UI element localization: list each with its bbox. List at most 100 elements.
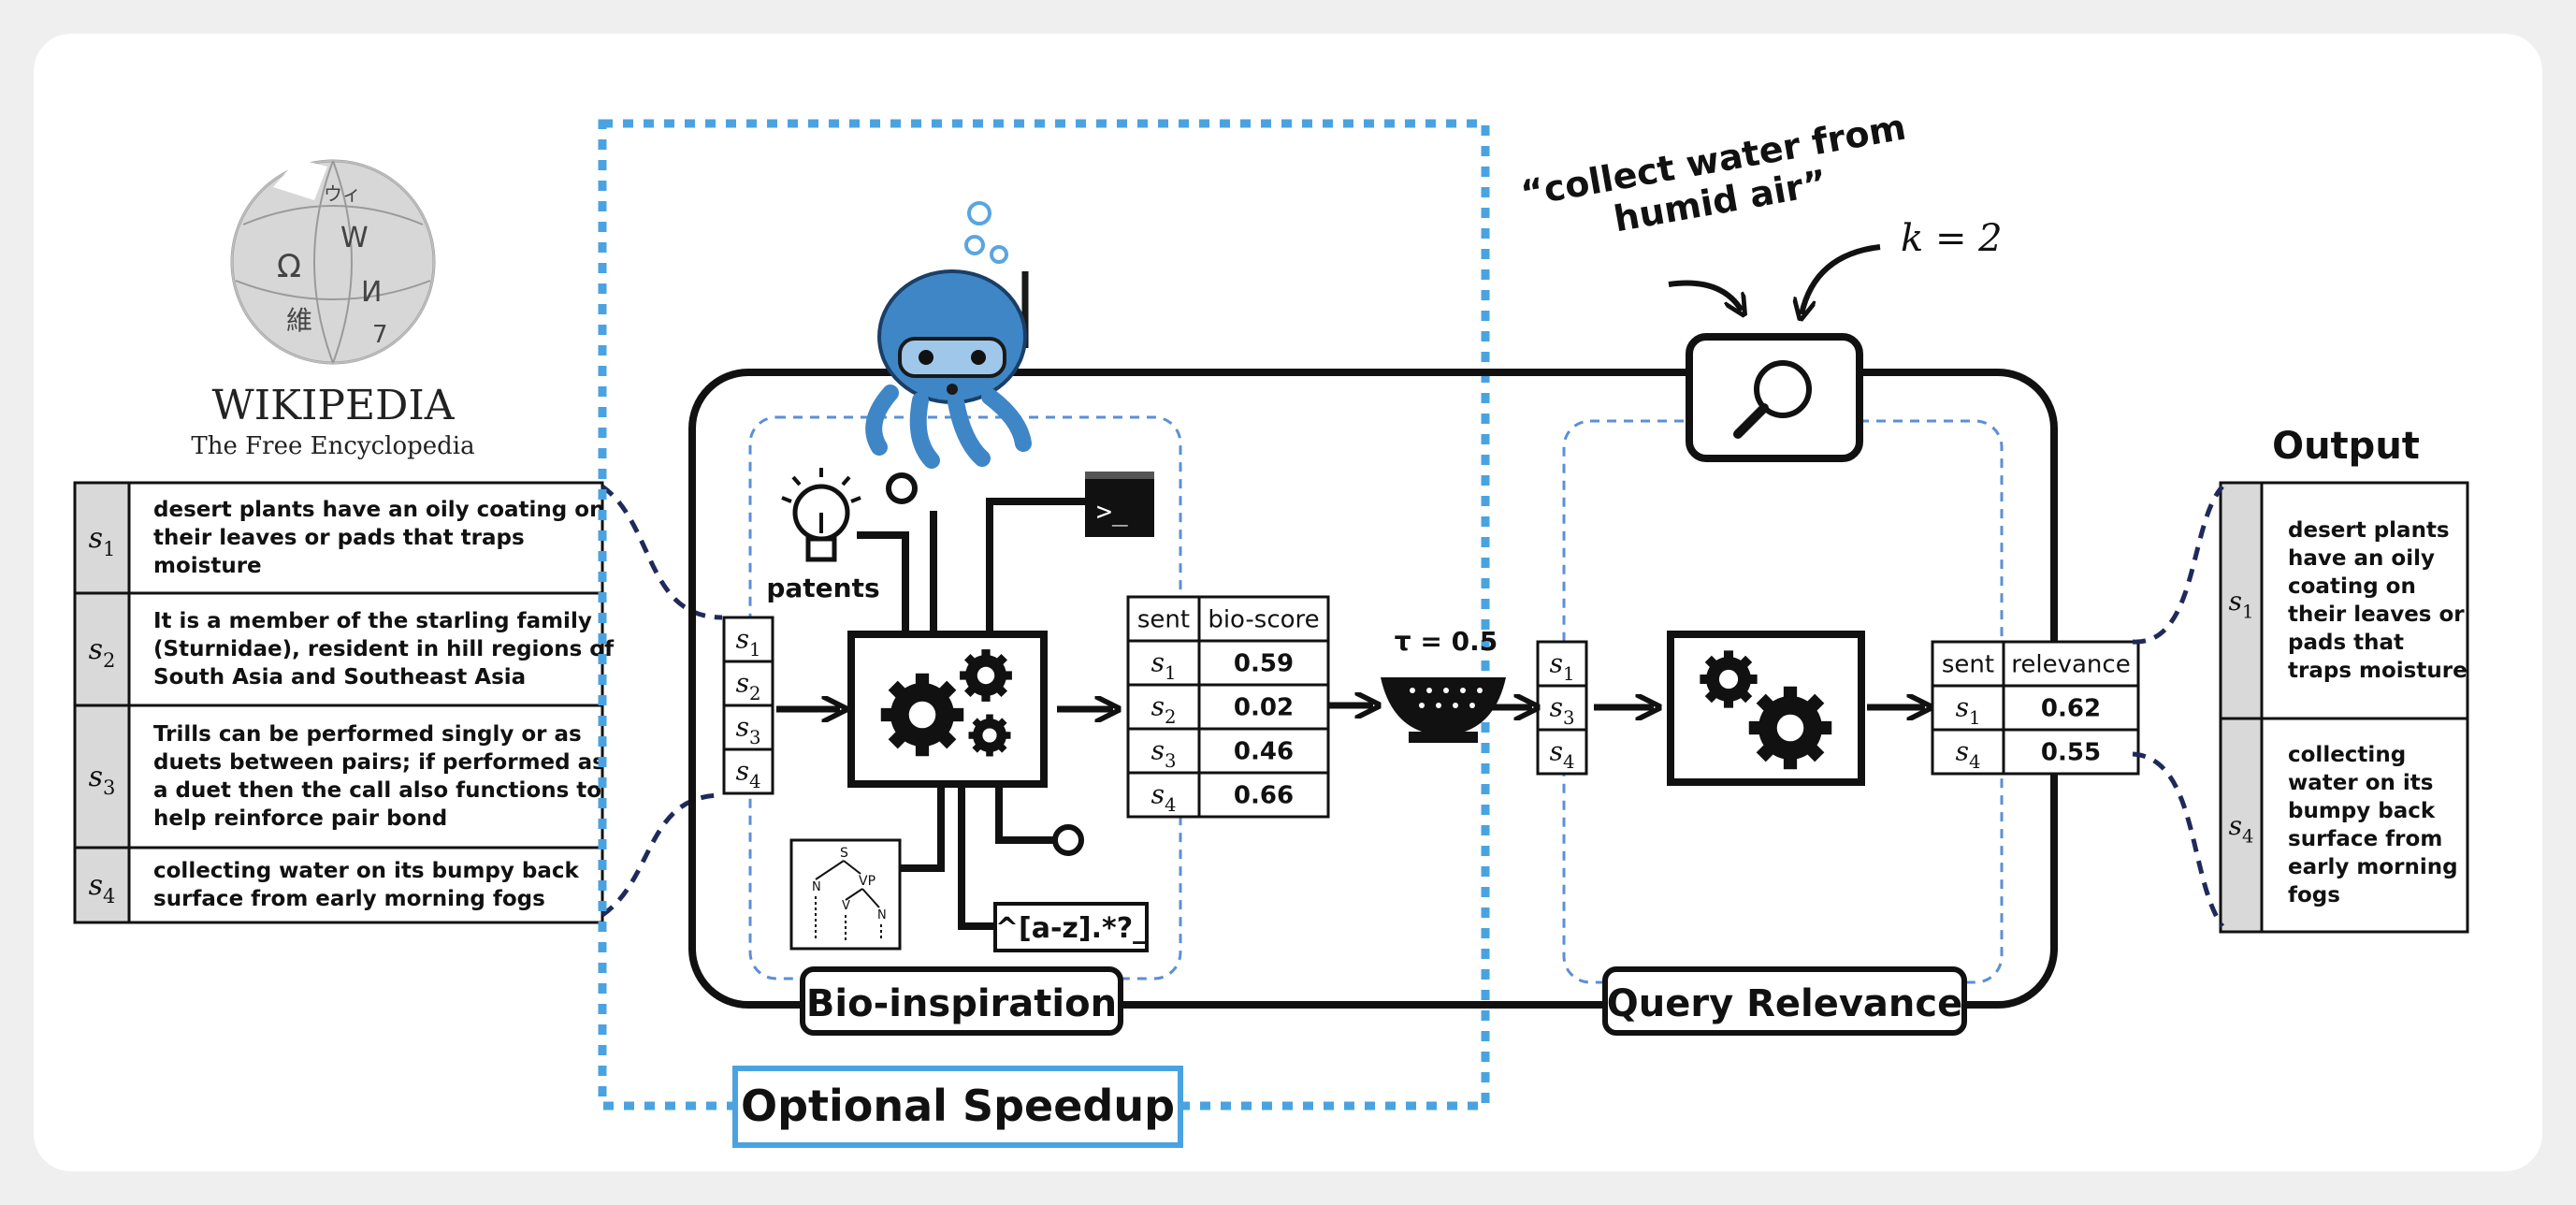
input-sentence-text: surface from early morning fogs (153, 887, 545, 911)
threshold-label: τ = 0.5 (1395, 626, 1498, 657)
input-sentence-text: Trills can be performed singly or as (153, 722, 582, 747)
svg-text:>_: >_ (1096, 496, 1128, 528)
colander-icon (1381, 677, 1506, 743)
stack-cell: s2 (722, 660, 774, 707)
table-row: s4 0.55 (1931, 728, 2140, 776)
sentence-id-label: s1 (2229, 586, 2254, 622)
octopus-icon (865, 201, 1032, 469)
output-sentence-text: surface from (2288, 827, 2442, 851)
flow-arrows (776, 705, 1925, 709)
sentence-id-label: s3 (1550, 692, 1575, 729)
output-sentence-text: pads that (2288, 631, 2404, 655)
output-sentence-text: coating on (2288, 574, 2416, 599)
stack-cell: s4 (722, 748, 774, 795)
input-sentence-text: moisture (153, 554, 262, 578)
lightbulb-icon (781, 468, 861, 562)
output-sentence-text: traps moisture (2288, 659, 2467, 683)
input-connectors (601, 484, 723, 918)
search-box (1686, 333, 1863, 462)
output-sentence-text: collecting (2288, 743, 2406, 767)
sentence-id-label: s3 (1151, 735, 1177, 772)
sentence-id-label: s4 (2229, 810, 2254, 847)
output-row: s4 collecting water on its bumpy back surfac… (2219, 717, 2469, 934)
connector-node (886, 472, 918, 504)
sentence-id-label: s1 (89, 522, 116, 560)
query-relevance-tab: Query Relevance (1602, 966, 1967, 1036)
table-value-cell: 0.62 (2041, 695, 2101, 723)
bio-inspiration-label: Bio-inspiration (806, 982, 1117, 1025)
output-connectors (2132, 485, 2225, 928)
input-sentence-text: help reinforce pair bond (153, 806, 447, 831)
output-sentence-text: fogs (2288, 883, 2340, 907)
stack-cell: s4 (1536, 728, 1588, 776)
gears-icon (1700, 650, 1832, 770)
k-label: k = 2 (1901, 217, 2003, 260)
table-value-cell: 0.46 (1234, 738, 1294, 766)
svg-text:V: V (842, 899, 850, 913)
magnifier-icon (1733, 360, 1812, 439)
svg-text:N: N (877, 908, 887, 922)
svg-text:N: N (812, 880, 821, 894)
input-sentence-row: s3 Trills can be performed singly or as du… (73, 704, 605, 849)
sentence-id-label: s3 (89, 761, 116, 799)
svg-text:VP: VP (859, 874, 876, 889)
query-arrow (1668, 280, 1742, 311)
globe-glyph: 維 (286, 305, 312, 336)
connector-node (1052, 824, 1084, 856)
wikipedia-logo: Ω W 維 И 7 ウィ WIKIPEDIA The Free Encyclop… (191, 159, 475, 460)
sentence-id-label: s4 (736, 756, 761, 792)
svg-text:S: S (840, 846, 848, 861)
globe-icon: Ω W 維 И 7 ウィ (230, 159, 436, 365)
input-sentence-text: South Asia and Southeast Asia (153, 665, 526, 690)
table-value-cell: 0.55 (2041, 739, 2101, 767)
input-sentence-text: It is a member of the starling family (153, 609, 592, 633)
regex-label: ^[a-z].*?_ (995, 912, 1147, 945)
terminal-icon: >_ (1085, 472, 1154, 537)
sentence-id-label: s1 (1956, 692, 1981, 729)
sentence-id-label: s4 (1956, 736, 1981, 773)
syntax-tree-icon: S VP N V N (789, 838, 902, 951)
optional-speedup-label-box (732, 1066, 1183, 1148)
wikipedia-subtitle: The Free Encyclopedia (191, 432, 474, 460)
input-sentence-text: collecting water on its bumpy back (153, 859, 580, 883)
sentence-id-label: s2 (736, 668, 761, 704)
globe-glyph: 7 (372, 321, 388, 349)
input-sentence-text: duets between pairs; if performed as (153, 750, 605, 775)
globe-glyph: ウィ (324, 182, 361, 205)
output-sentence-text: bumpy back (2288, 799, 2436, 823)
output-sentence-text: early morning (2288, 855, 2458, 879)
globe-glyph: Ω (277, 248, 301, 285)
sentence-id-label: s3 (736, 712, 761, 748)
sentence-stack-input: s1 s2 s3 s4 (722, 616, 774, 795)
table-value-cell: 0.02 (1234, 694, 1294, 722)
optional-speedup-region: Optional Speedup (598, 119, 1490, 1148)
table-value-cell: 0.66 (1234, 782, 1294, 810)
sentence-id-label: s2 (1151, 691, 1177, 728)
table-header-cell: bio-score (1208, 606, 1319, 634)
regex-box: ^[a-z].*?_ (993, 902, 1149, 952)
stack-cell: s1 (1536, 640, 1588, 688)
table-value-cell: 0.59 (1234, 650, 1294, 678)
wikipedia-title: WIKIPEDIA (211, 382, 455, 429)
bio-wires (857, 498, 1085, 930)
bio-inspiration-tab: Bio-inspiration (800, 966, 1123, 1036)
output-sentence-text: desert plants (2288, 518, 2450, 543)
input-sentence-text: their leaves or pads that traps (153, 526, 525, 550)
output-title: Output (2272, 425, 2420, 468)
table-header-cell: relevance (2011, 651, 2130, 679)
sentence-id-label: s4 (89, 869, 116, 907)
stack-cell: s3 (1536, 684, 1588, 732)
globe-glyph: И (361, 276, 382, 309)
output-sentence-text: water on its (2288, 771, 2433, 795)
table-row: s3 0.46 (1126, 727, 1330, 775)
input-sentence-row: s4 collecting water on its bumpy back surf… (73, 846, 604, 924)
sentence-id-label: s1 (736, 624, 761, 661)
output-sentence-text: have an oily (2288, 546, 2435, 571)
input-sentence-text: (Sturnidae), resident in hill regions of (153, 637, 615, 661)
